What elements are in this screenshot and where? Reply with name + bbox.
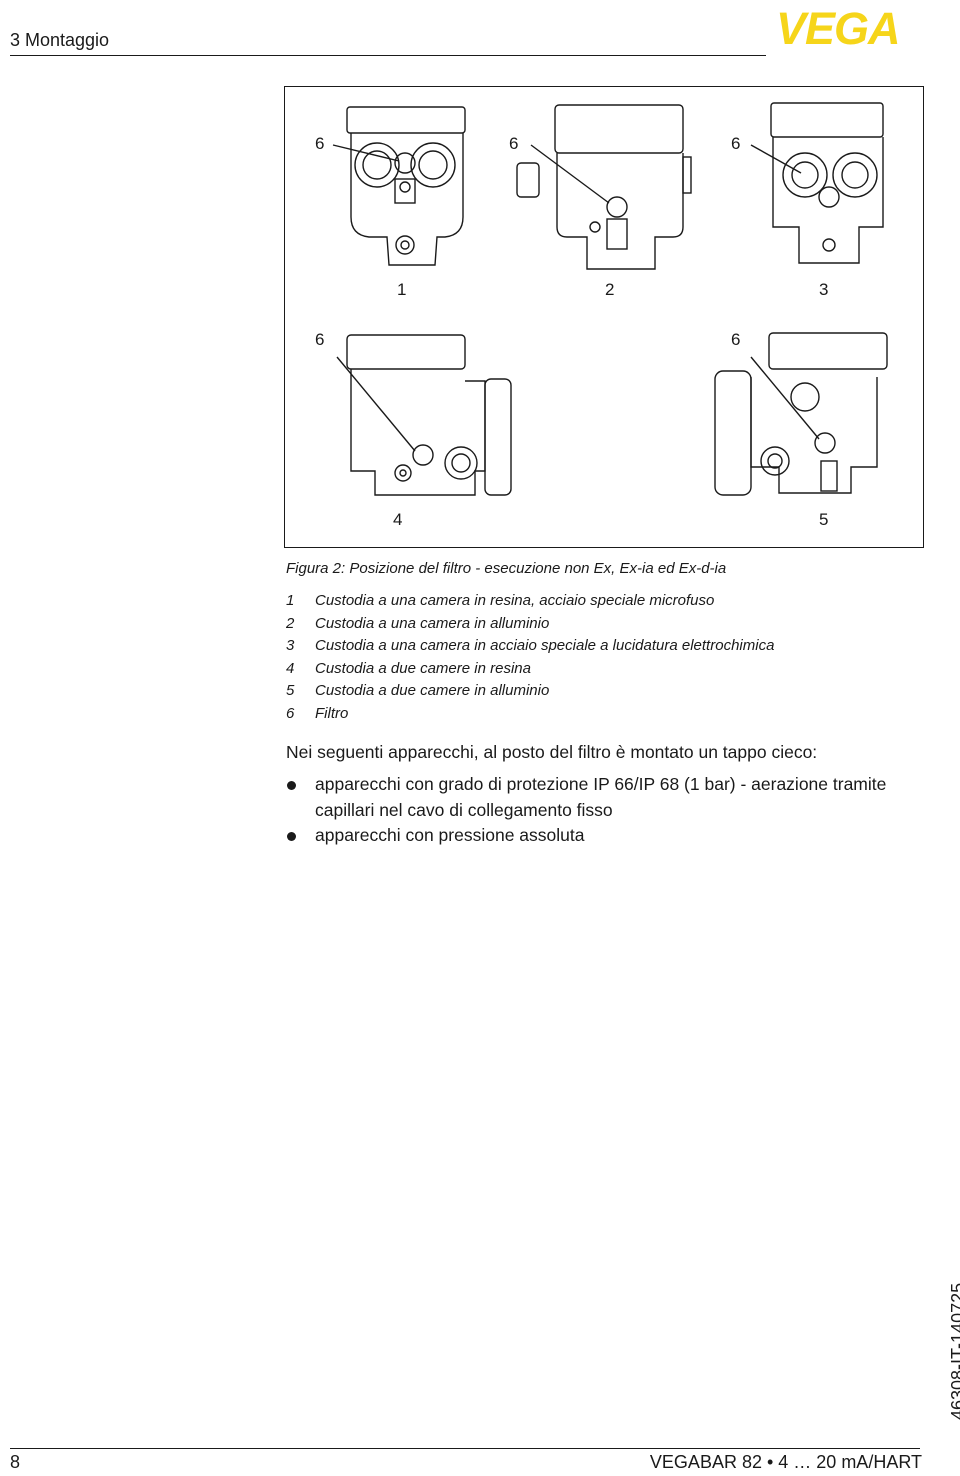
- housing-5-drawing: [714, 332, 888, 496]
- bullet-icon: [287, 780, 296, 790]
- legend-number: 3: [286, 637, 295, 654]
- callout-housing-1: 1: [397, 280, 406, 299]
- legend-text: Custodia a due camere in alluminio: [315, 682, 550, 699]
- callout-filter: 6: [731, 330, 740, 349]
- callout-filter: 6: [315, 330, 324, 349]
- bullet-item: apparecchi con grado di protezione IP 66…: [286, 772, 926, 823]
- legend-number: 6: [286, 704, 295, 722]
- document-title: VEGABAR 82 • 4 … 20 mA/HART: [649, 1452, 922, 1472]
- vega-logo: VEGA: [776, 4, 901, 50]
- legend-number: 4: [286, 659, 295, 677]
- legend-text: Custodia a due camere in resina: [315, 659, 531, 677]
- page-number: 8: [10, 1452, 21, 1472]
- legend-item: 6 Filtro: [286, 703, 774, 726]
- legend-text: Custodia a una camera in alluminio: [315, 614, 550, 632]
- housing-4-drawing: [336, 334, 512, 496]
- figure-caption: Figura 2: Posizione del filtro - esecuzi…: [286, 560, 727, 577]
- legend-text: Custodia a una camera in resina, acciaio…: [315, 592, 715, 609]
- legend-text: Filtro: [315, 704, 349, 722]
- legend-number: 2: [286, 614, 295, 632]
- callout-filter: 6: [731, 134, 740, 153]
- housing-3-drawing: [750, 102, 884, 264]
- callout-housing-2: 2: [605, 280, 614, 299]
- footer-divider: [10, 1448, 920, 1449]
- figure-legend: 1 Custodia a una camera in resina, acciai…: [286, 590, 774, 725]
- legend-item: 1 Custodia a una camera in resina, acciai…: [286, 590, 774, 613]
- bullet-text: apparecchi con grado di protezione IP 66…: [315, 774, 887, 820]
- figure-frame: 6 6 6 1 2 3 6 6 4 5: [284, 86, 924, 548]
- callout-filter: 6: [509, 134, 518, 153]
- housing-drawings: 6 6 6 1 2 3 6 6 4 5: [315, 102, 888, 529]
- bullet-item: apparecchi con pressione assoluta: [286, 823, 926, 849]
- callout-housing-5: 5: [819, 510, 828, 529]
- legend-item: 3 Custodia a una camera in acciaio specia…: [286, 635, 774, 658]
- housing-1-drawing: [332, 106, 466, 266]
- bullet-list: apparecchi con grado di protezione IP 66…: [286, 772, 926, 849]
- legend-item: 5 Custodia a due camere in alluminio: [286, 680, 774, 703]
- legend-item: 2 Custodia a una camera in alluminio: [286, 613, 774, 636]
- housing-2-drawing: [516, 104, 692, 270]
- body-paragraph: Nei seguenti apparecchi, al posto del fi…: [286, 742, 818, 762]
- callout-housing-3: 3: [819, 280, 828, 299]
- bullet-text: apparecchi con pressione assoluta: [315, 825, 585, 845]
- legend-number: 5: [286, 682, 295, 699]
- legend-text: Custodia a una camera in acciaio special…: [315, 637, 775, 654]
- logo-text: VEGA: [776, 4, 900, 50]
- legend-number: 1: [286, 592, 295, 609]
- legend-item: 4 Custodia a due camere in resina: [286, 658, 774, 681]
- bullet-icon: [287, 831, 296, 841]
- callout-filter: 6: [315, 134, 324, 153]
- callout-housing-4: 4: [393, 510, 402, 529]
- section-title: 3 Montaggio: [10, 30, 110, 50]
- header-divider: [10, 55, 766, 56]
- document-code: 46308-IT-140725: [948, 1282, 960, 1420]
